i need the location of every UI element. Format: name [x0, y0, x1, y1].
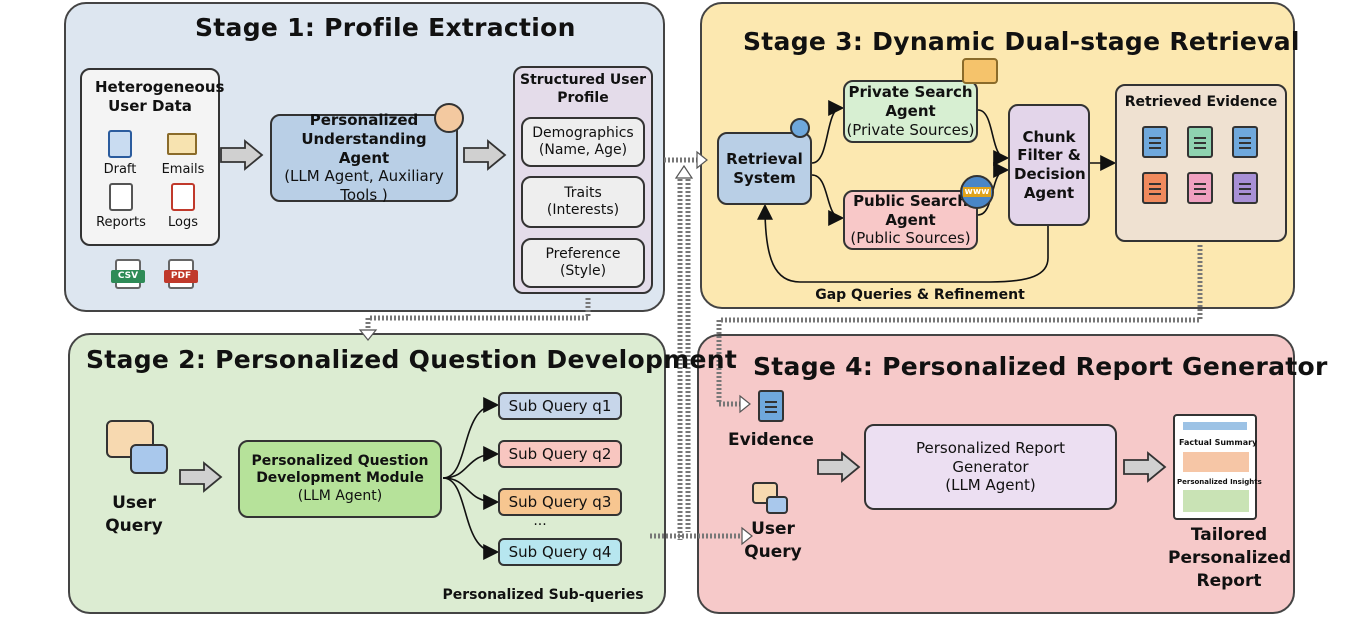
report-document-icon: Factual Summary Personalized Insights	[1173, 414, 1262, 520]
profile-traits-label: Traits	[564, 184, 602, 201]
file-label-reports: Reports	[96, 215, 146, 230]
www-label: www	[962, 187, 992, 197]
profile-preference: Preference (Style)	[521, 238, 645, 288]
question-module-title: Personalized Question Development Module	[251, 452, 429, 487]
public-search-agent-label: Public Search Agent	[853, 191, 968, 229]
stage4-output-label: Tailored Personalized Report	[1168, 525, 1291, 591]
stage4-evidence-label: Evidence	[728, 430, 814, 450]
evidence-doc-icon	[1187, 126, 1213, 158]
chat-bubble-icon-2	[130, 444, 168, 474]
email-icon	[167, 133, 197, 155]
agent-avatar-icon	[434, 103, 464, 133]
sub-query-q1: Sub Query q1	[498, 392, 622, 420]
pdf-icon: PDF	[164, 259, 198, 289]
draft-icon	[108, 130, 132, 158]
profile-preference-detail: (Style)	[559, 263, 607, 279]
profile-demographics: Demographics (Name, Age)	[521, 117, 645, 167]
understanding-agent-box: Personalized Understanding Agent (LLM Ag…	[270, 111, 458, 205]
sub-query-q2: Sub Query q2	[498, 440, 622, 468]
evidence-doc-icon	[1232, 172, 1258, 204]
private-search-agent-label: Private Search Agent	[848, 83, 973, 121]
block-arrows	[179, 139, 1167, 493]
evidence-doc-icon	[758, 390, 784, 422]
stage2-user-query: User Query	[105, 493, 163, 536]
sub-query-ellipsis: ...	[533, 513, 547, 529]
stage3-title: Stage 3: Dynamic Dual-stage Retrieval	[743, 27, 1300, 56]
report-generator-box: Personalized Report Generator (LLM Agent…	[864, 424, 1117, 510]
understanding-agent-sub: (LLM Agent, Auxiliary Tools )	[284, 167, 444, 205]
report-heading-2: Personalized Insights	[1177, 478, 1262, 486]
private-search-agent-box: Private Search Agent (Private Sources)	[843, 80, 978, 143]
reports-icon	[109, 183, 133, 211]
retrieval-system-label: Retrieval System	[726, 149, 803, 187]
stage1-title: Stage 1: Profile Extraction	[195, 13, 576, 42]
profile-preference-label: Preference	[545, 245, 621, 262]
file-label-logs: Logs	[168, 215, 198, 230]
retrieval-system-box: Retrieval System	[717, 132, 812, 205]
chat-bubble-icon-small-2	[766, 496, 788, 514]
www-icon: www	[960, 175, 994, 209]
evidence-doc-icon	[1142, 126, 1168, 158]
question-module-box: Personalized Question Development Module…	[238, 440, 442, 518]
stage3-caption: Gap Queries & Refinement	[815, 287, 1025, 303]
folder-lock-icon	[962, 58, 998, 84]
user-profile-title: Structured User Profile	[520, 72, 646, 106]
understanding-agent-title: Personalized Understanding Agent	[301, 111, 427, 167]
evidence-doc-icon	[1142, 172, 1168, 204]
report-generator-title: Personalized Report Generator	[915, 438, 1066, 476]
stage2-caption: Personalized Sub-queries	[442, 587, 644, 603]
retrieved-evidence-title: Retrieved Evidence	[1124, 94, 1278, 110]
private-sources-label: (Private Sources)	[846, 120, 975, 139]
chunk-filter-agent-label: Chunk Filter & Decision Agent	[1014, 127, 1086, 202]
chunk-filter-agent-box: Chunk Filter & Decision Agent	[1008, 104, 1090, 226]
user-data-box: Heterogeneous User Data	[80, 68, 225, 246]
stage4-title: Stage 4: Personalized Report Generator	[753, 352, 1328, 381]
sub-query-q3: Sub Query q3	[498, 488, 622, 516]
public-search-agent-box: Public Search Agent (Public Sources)	[843, 190, 978, 250]
pdf-log-icon	[171, 183, 195, 211]
file-label-draft: Draft	[103, 162, 137, 177]
report-heading-1: Factual Summary	[1179, 438, 1258, 447]
csv-icon: CSV	[111, 259, 145, 289]
report-header-bar	[1183, 422, 1247, 430]
public-sources-label: (Public Sources)	[850, 229, 971, 248]
sub-query-q4: Sub Query q4	[498, 538, 622, 566]
evidence-doc-icon	[1232, 126, 1258, 158]
evidence-doc-icon	[1187, 172, 1213, 204]
report-generator-sub: (LLM Agent)	[945, 476, 1036, 495]
question-module-sub: (LLM Agent)	[297, 487, 383, 504]
file-label-emails: Emails	[161, 162, 205, 177]
profile-demographics-detail: (Name, Age)	[538, 142, 628, 158]
profile-demographics-label: Demographics	[532, 124, 634, 141]
profile-traits: Traits (Interests)	[521, 176, 645, 228]
stage4-user-query: User Query	[744, 519, 802, 562]
user-data-title: Heterogeneous User Data	[95, 78, 225, 115]
profile-traits-detail: (Interests)	[546, 202, 620, 218]
stage2-title: Stage 2: Personalized Question Developme…	[86, 345, 738, 374]
report-section-1	[1183, 452, 1249, 472]
globe-search-icon	[790, 118, 810, 138]
retrieved-evidence-box: Retrieved Evidence	[1115, 84, 1287, 242]
report-section-2	[1183, 490, 1249, 512]
